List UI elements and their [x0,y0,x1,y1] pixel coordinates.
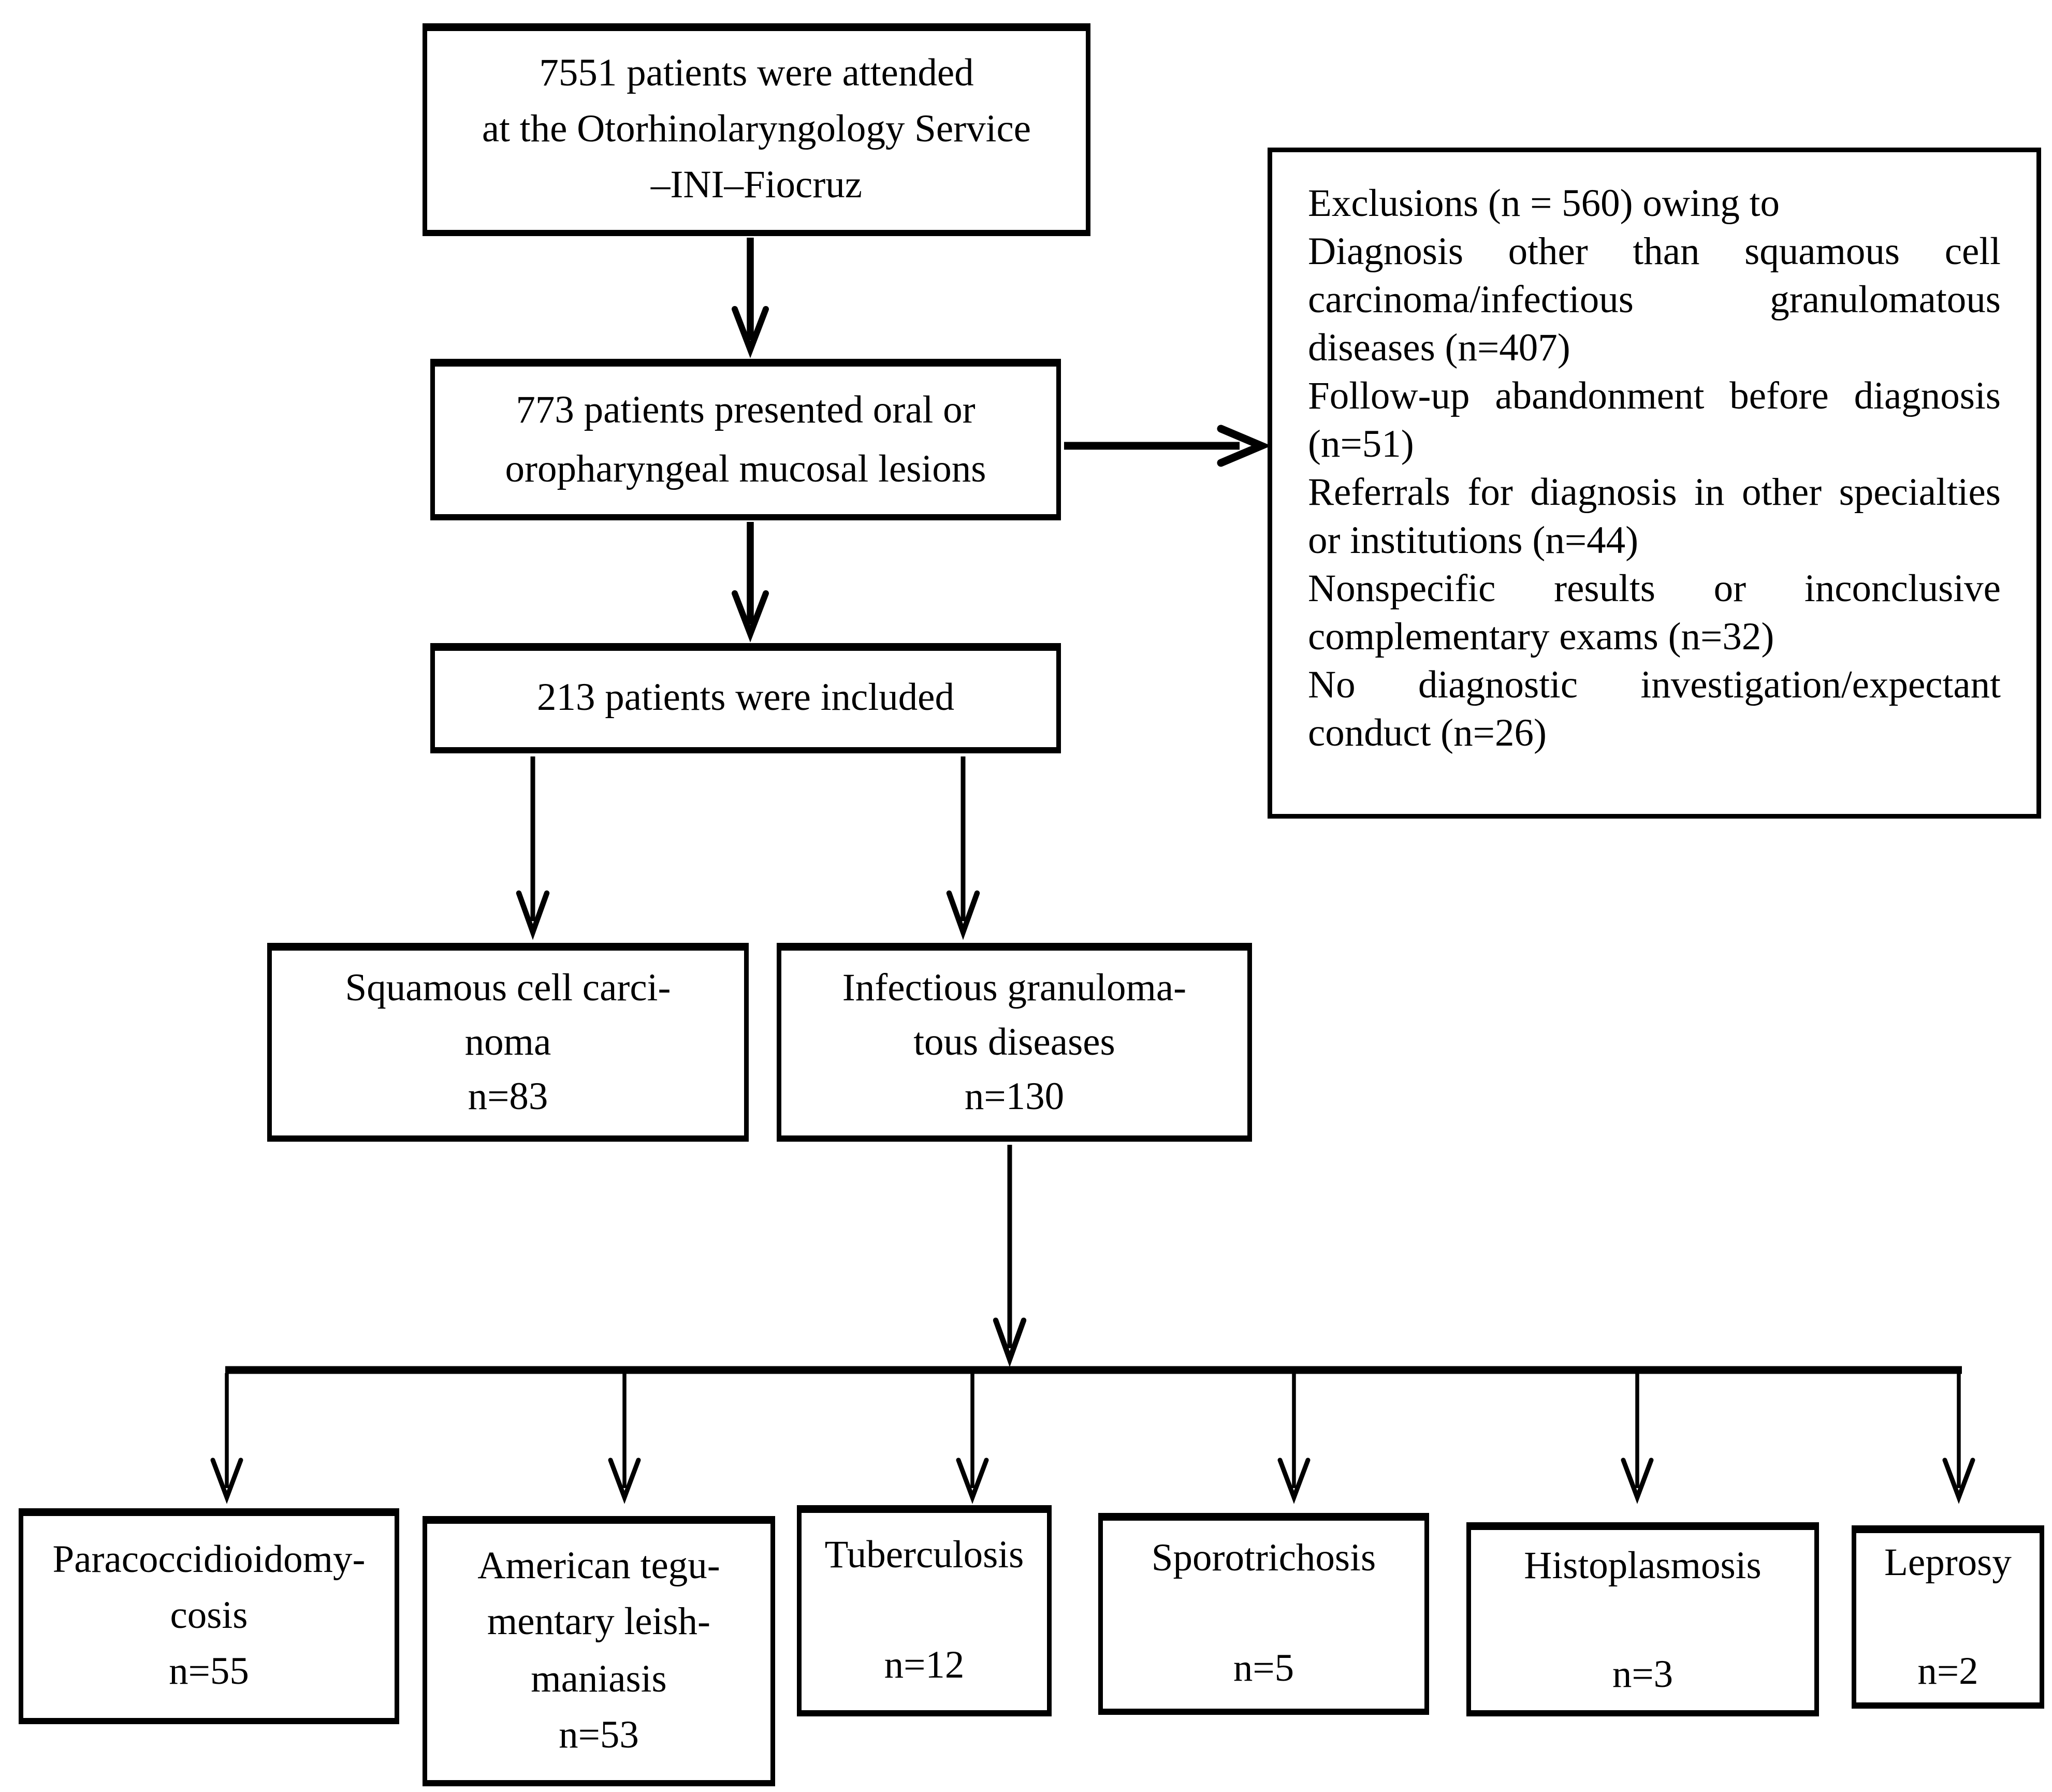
arrow-branch-6-head [1942,1458,1975,1504]
arrow-branch-5-head [1621,1458,1654,1504]
arrow-attended-to-lesions [732,237,769,358]
arrow-igd-to-distribution [993,1144,1027,1367]
arrow-branch-histoplasmosis [1621,1373,1654,1504]
box-tuberculosis: Tuberculosis n=12 [797,1505,1052,1716]
arrow-included-to-scc [516,756,550,940]
box-american-tegumentary-leishmaniasis: American tegu- mentary leish- maniasis n… [423,1516,775,1786]
arrow-branch-tuberculosis [956,1373,989,1504]
arrow-igd-to-distribution-head [993,1317,1027,1367]
arrow-attended-to-lesions-head [732,305,769,358]
arrow-included-to-scc-head [516,890,550,940]
arrow-included-to-igd-head [946,890,980,940]
arrow-branch-paracoccidioidomycosis [210,1373,243,1504]
box-sporotrichosis: Sporotrichosis n=5 [1098,1513,1429,1715]
exclusion-item-nonspecific-results: Nonspecific results or inconclusive comp… [1308,569,2001,659]
box-leprosy: Leprosy n=2 [1852,1525,2044,1709]
box-included-patients: 213 patients were included [430,643,1061,753]
arrow-branch-leprosy [1942,1373,1975,1504]
arrow-lesions-to-exclusions [1064,425,1272,467]
arrow-branch-1-head [210,1458,243,1504]
arrow-branch-3-head [956,1458,989,1504]
box-squamous-cell-carcinoma: Squamous cell carci- noma n=83 [267,943,749,1142]
box-paracoccidioidomycosis: Paracoccidioidomy- cosis n=55 [19,1508,399,1724]
exclusion-item-referrals: Referrals for diagnosis in other special… [1308,472,2001,562]
exclusion-item-diagnosis-other: Diagnosis other than squamous cell carci… [1308,231,2001,370]
box-infectious-granulomatous-diseases: Infectious granuloma- tous diseases n=13… [777,943,1252,1142]
box-exclusions: Exclusions (n = 560) owing to Diagnosis … [1268,148,2041,819]
arrow-lesions-to-included-head [732,590,769,643]
box-histoplasmosis: Histoplasmosis n=3 [1466,1522,1819,1716]
arrow-branch-2-head [608,1458,641,1504]
arrow-branch-sporotrichosis [1277,1373,1311,1504]
arrow-included-to-igd [946,756,980,940]
exclusion-item-followup-abandonment: Follow-up abandonment before diagnosis (… [1308,376,2001,466]
exclusion-item-no-investigation: No diagnostic investigation/expectant co… [1308,665,2001,755]
arrow-lesions-to-exclusions-head [1217,425,1272,467]
arrow-branch-leishmaniasis [608,1373,641,1504]
exclusions-heading: Exclusions (n = 560) owing to [1308,183,1780,225]
box-mucosal-lesions: 773 patients presented oral or oropharyn… [430,359,1061,520]
box-attended-patients: 7551 patients were attended at the Otorh… [423,23,1090,236]
arrow-branch-4-head [1277,1458,1311,1504]
arrow-lesions-to-included [732,521,769,643]
